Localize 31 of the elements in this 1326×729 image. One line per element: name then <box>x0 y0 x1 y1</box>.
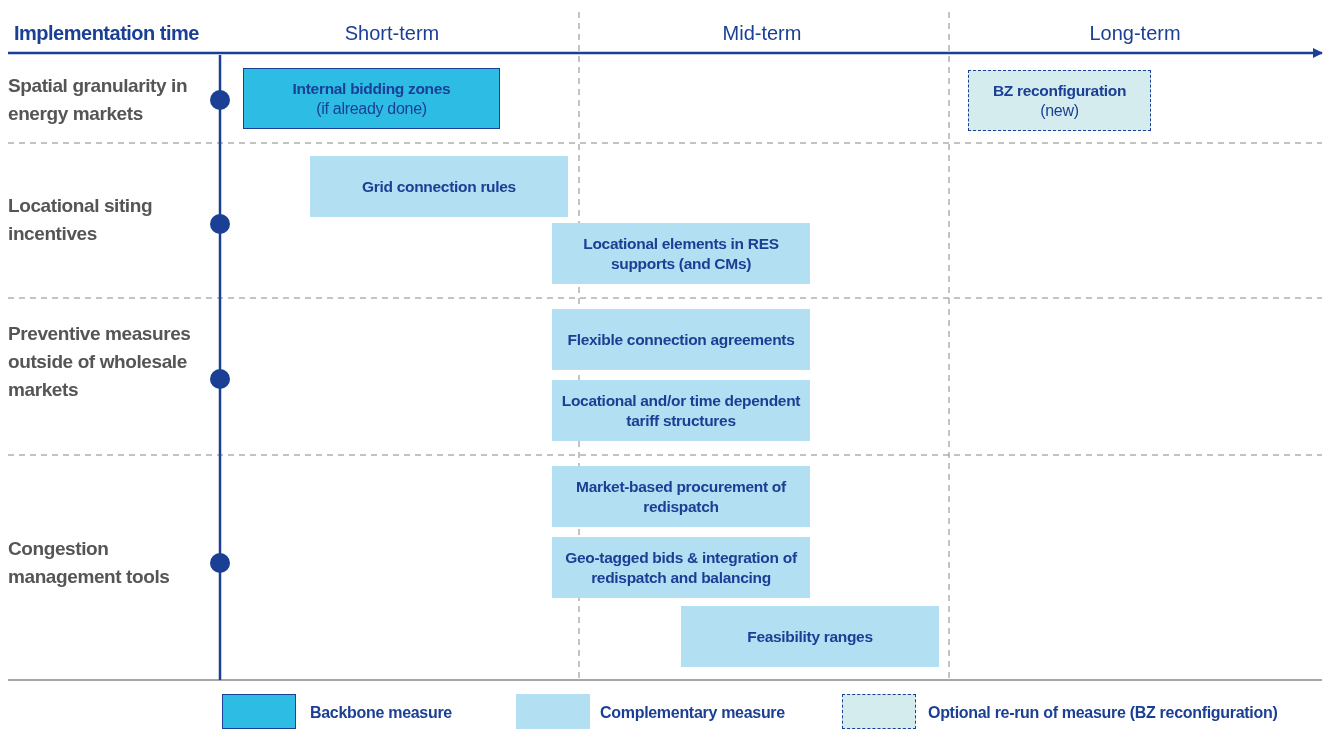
measure-box <box>681 606 939 667</box>
measure-box <box>552 537 810 598</box>
measure-box <box>552 380 810 441</box>
measure-label: Grid connection rules <box>362 176 516 197</box>
axis-title: Implementation time <box>14 22 199 45</box>
row-heading: Spatial granularity in energy markets <box>8 74 189 126</box>
legend-label: Optional re-run of measure (BZ reconfiguration) <box>928 704 1278 722</box>
row-heading: Preventive measures outside of wholesale markets <box>8 322 192 402</box>
column-heading: Mid-term <box>722 22 802 45</box>
measure-note: (if already done) <box>316 98 427 119</box>
measure-label: BZ reconfiguration <box>992 80 1127 101</box>
legend-label: Complementary measure <box>600 704 785 722</box>
measure-box <box>968 70 1151 131</box>
legend-label: Backbone measure <box>310 704 452 722</box>
row-heading: Locational siting incentives <box>8 194 154 246</box>
measure-label: Geo-tagged bids & integration of redispatch and balancing <box>564 547 799 588</box>
measure-label: Feasibility ranges <box>747 626 873 647</box>
measure-box <box>243 68 500 129</box>
measure-note: (new) <box>1040 100 1079 121</box>
measure-label: Locational and/or time dependent tariff structures <box>560 390 802 431</box>
measure-box <box>552 309 810 370</box>
measure-label: Flexible connection agreements <box>567 329 795 350</box>
measure-box <box>310 156 568 217</box>
measure-label: Market-based procurement of redispatch <box>575 476 788 517</box>
measure-label: Locational elements in RES supports (and CMs) <box>582 233 780 274</box>
row-heading: Congestion management tools <box>8 537 171 589</box>
column-heading: Short-term <box>344 22 440 45</box>
measure-box <box>552 466 810 527</box>
measure-box <box>552 223 810 284</box>
column-heading: Long-term <box>1089 22 1181 45</box>
measure-label: Internal bidding zones <box>292 78 451 99</box>
